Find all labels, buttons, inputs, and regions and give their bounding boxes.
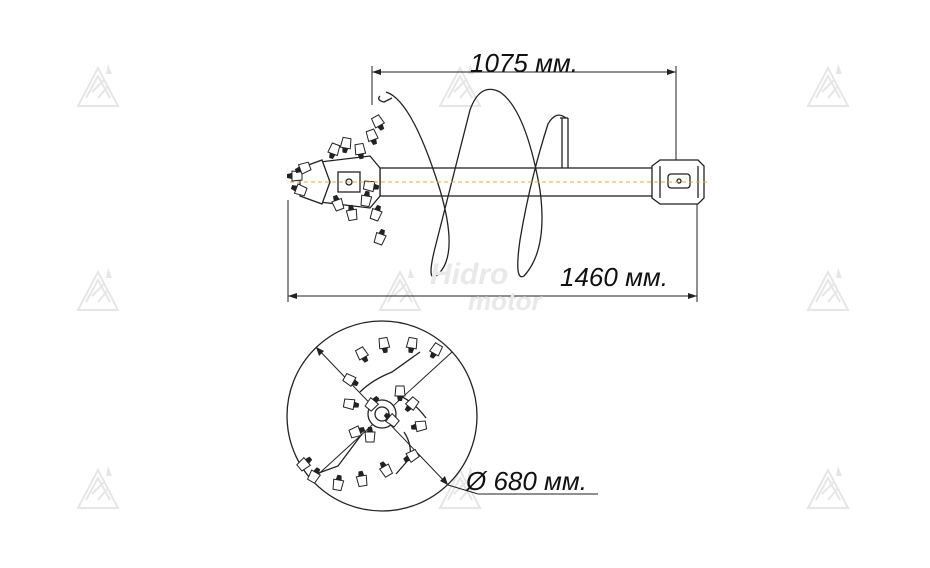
dimension-diameter: Ø 680 мм.	[466, 466, 587, 496]
brand-watermark-line1: Hidro	[430, 258, 509, 291]
dimension-length-total: 1460 мм.	[560, 262, 668, 292]
end-view	[286, 320, 598, 512]
dimension-length-upper: 1075 мм.	[470, 48, 578, 78]
brand-watermark-line2: motor	[468, 286, 542, 316]
